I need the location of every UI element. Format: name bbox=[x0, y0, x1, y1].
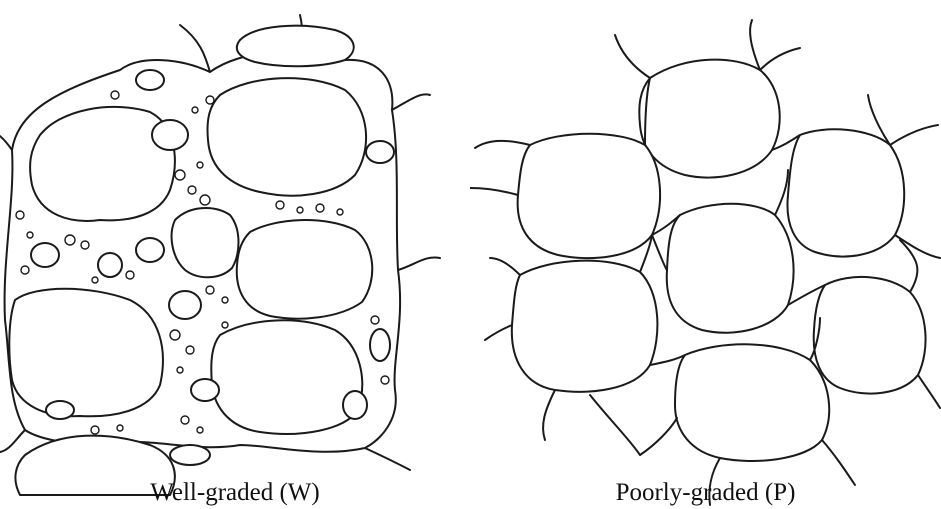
medium-grain bbox=[343, 391, 367, 419]
poorly-graded-illustration bbox=[470, 0, 941, 509]
uniform-grain bbox=[512, 261, 658, 392]
medium-grain bbox=[152, 120, 188, 150]
uniform-grain bbox=[518, 134, 660, 258]
large-grain bbox=[237, 220, 373, 319]
medium-grain bbox=[370, 329, 390, 361]
large-grain bbox=[237, 26, 354, 67]
uniform-grain bbox=[814, 277, 926, 394]
uniform-grain bbox=[667, 204, 794, 333]
poorly-graded-caption: Poorly-graded (P) bbox=[470, 479, 941, 507]
large-grain bbox=[9, 289, 163, 417]
medium-grain bbox=[169, 291, 201, 319]
well-graded-caption: Well-graded (W) bbox=[0, 479, 470, 507]
well-graded-illustration bbox=[0, 0, 470, 509]
uniform-grain bbox=[639, 60, 779, 178]
large-grain bbox=[211, 320, 362, 434]
poorly-graded-panel: Poorly-graded (P) bbox=[470, 0, 941, 509]
large-grain bbox=[172, 208, 239, 277]
medium-grain bbox=[136, 70, 164, 90]
medium-grain bbox=[191, 379, 219, 401]
large-grain bbox=[30, 107, 175, 221]
medium-grain bbox=[136, 238, 164, 262]
medium-grain bbox=[98, 253, 122, 277]
uniform-grain bbox=[675, 344, 829, 461]
medium-grain bbox=[366, 141, 394, 163]
medium-grain bbox=[31, 243, 59, 267]
large-grain bbox=[208, 78, 367, 196]
medium-grain bbox=[46, 401, 74, 419]
uniform-grain bbox=[787, 129, 904, 256]
medium-grain bbox=[170, 445, 210, 465]
well-graded-panel: Well-graded (W) bbox=[0, 0, 470, 509]
